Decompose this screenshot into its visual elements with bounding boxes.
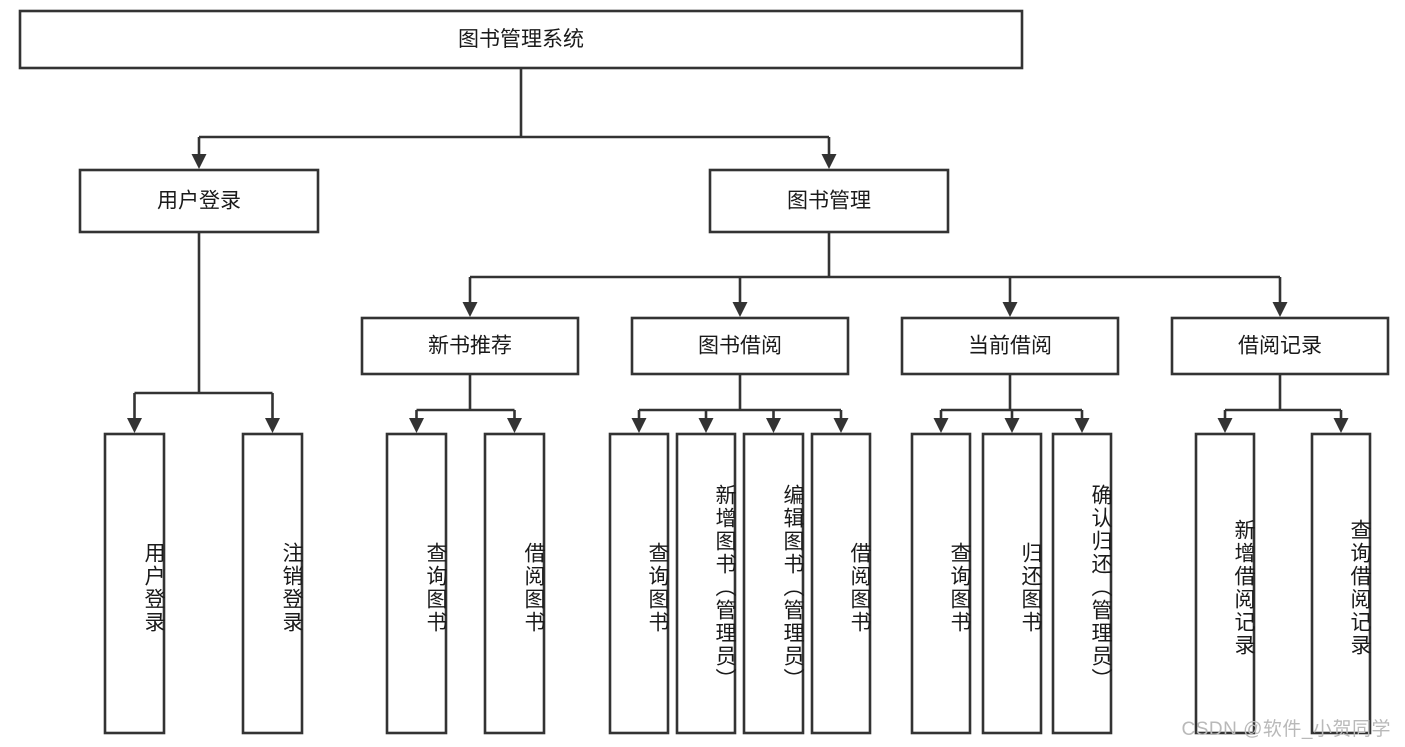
arrow-head-icon [127, 418, 142, 433]
node-leaf-query-borrow-record[interactable] [1310, 432, 1372, 735]
arrow-head-icon [732, 302, 748, 317]
node-leaf-borrow-book-recommend-rect[interactable] [483, 432, 546, 735]
node-leaf-query-book-recommend-rect[interactable] [385, 432, 448, 735]
node-leaf-borrow-book-recommend[interactable] [483, 432, 546, 735]
arrow-head-icon [1333, 418, 1349, 433]
node-leaf-query-book-borrow-rect[interactable] [608, 432, 670, 735]
arrow-head-icon [833, 418, 849, 433]
node-leaf-user-login[interactable] [103, 432, 166, 735]
node-new-book-recommend-label: 新书推荐 [428, 335, 512, 358]
node-leaf-confirm-return-rect[interactable] [1051, 432, 1113, 735]
node-leaf-query-book-current-rect[interactable] [910, 432, 972, 735]
node-borrow-record-label: 借阅记录 [1238, 335, 1322, 358]
node-leaf-query-book-recommend[interactable] [385, 432, 448, 735]
node-leaf-query-book-current[interactable] [910, 432, 972, 735]
node-leaf-add-borrow-record-rect[interactable] [1194, 432, 1256, 735]
node-new-book-recommend-rect[interactable] [360, 316, 580, 376]
node-leaf-borrow-book-rect[interactable] [810, 432, 872, 735]
node-book-borrow[interactable]: 图书借阅 [630, 316, 850, 376]
arrow-head-icon [766, 418, 781, 433]
node-leaf-borrow-book[interactable] [810, 432, 872, 735]
node-book-management-rect[interactable] [708, 168, 950, 234]
arrow-head-icon [933, 418, 949, 433]
node-leaf-add-book[interactable] [675, 432, 737, 735]
node-root[interactable]: 图书管理系统 [18, 9, 1024, 70]
arrow-head-icon [698, 418, 714, 433]
node-leaf-add-book-rect[interactable] [675, 432, 737, 735]
node-user-login-rect[interactable] [78, 168, 320, 234]
node-leaf-user-login-rect[interactable] [103, 432, 166, 735]
node-book-borrow-rect[interactable] [630, 316, 850, 376]
node-root-label: 图书管理系统 [458, 28, 584, 51]
node-leaf-confirm-return[interactable] [1051, 432, 1113, 735]
node-new-book-recommend[interactable]: 新书推荐 [360, 316, 580, 376]
node-leaf-logout-rect[interactable] [241, 432, 304, 735]
arrow-head-icon [631, 418, 647, 433]
node-current-borrow[interactable]: 当前借阅 [900, 316, 1120, 376]
node-borrow-record[interactable]: 借阅记录 [1170, 316, 1390, 376]
node-leaf-query-book-borrow[interactable] [608, 432, 670, 735]
node-book-borrow-label: 图书借阅 [698, 335, 782, 358]
arrow-head-icon [191, 154, 207, 169]
node-leaf-query-borrow-record-rect[interactable] [1310, 432, 1372, 735]
arrow-head-icon [1217, 418, 1233, 433]
arrow-head-icon [1002, 302, 1018, 317]
arrow-head-icon [1272, 302, 1288, 317]
node-user-login-label: 用户登录 [157, 190, 241, 213]
arrow-head-icon [265, 418, 280, 433]
node-leaf-logout[interactable] [241, 432, 304, 735]
arrow-head-icon [1074, 418, 1090, 433]
watermark-text: CSDN @软件_小贺同学 [1181, 719, 1391, 740]
arrow-head-icon [821, 154, 837, 169]
node-root-rect[interactable] [18, 9, 1024, 70]
node-leaf-edit-book[interactable] [742, 432, 805, 735]
arrow-head-icon [409, 418, 424, 433]
node-leaf-add-borrow-record[interactable] [1194, 432, 1256, 735]
connectors-layer [127, 68, 1349, 433]
node-borrow-record-rect[interactable] [1170, 316, 1390, 376]
arrow-head-icon [462, 302, 478, 317]
arrow-head-icon [1004, 418, 1020, 433]
arrow-head-icon [507, 418, 522, 433]
node-leaf-edit-book-rect[interactable] [742, 432, 805, 735]
node-leaf-return-book-rect[interactable] [981, 432, 1043, 735]
node-user-login[interactable]: 用户登录 [78, 168, 320, 234]
node-current-borrow-label: 当前借阅 [968, 335, 1052, 358]
node-book-management[interactable]: 图书管理 [708, 168, 950, 234]
node-book-management-label: 图书管理 [787, 190, 871, 213]
node-current-borrow-rect[interactable] [900, 316, 1120, 376]
node-leaf-return-book[interactable] [981, 432, 1043, 735]
